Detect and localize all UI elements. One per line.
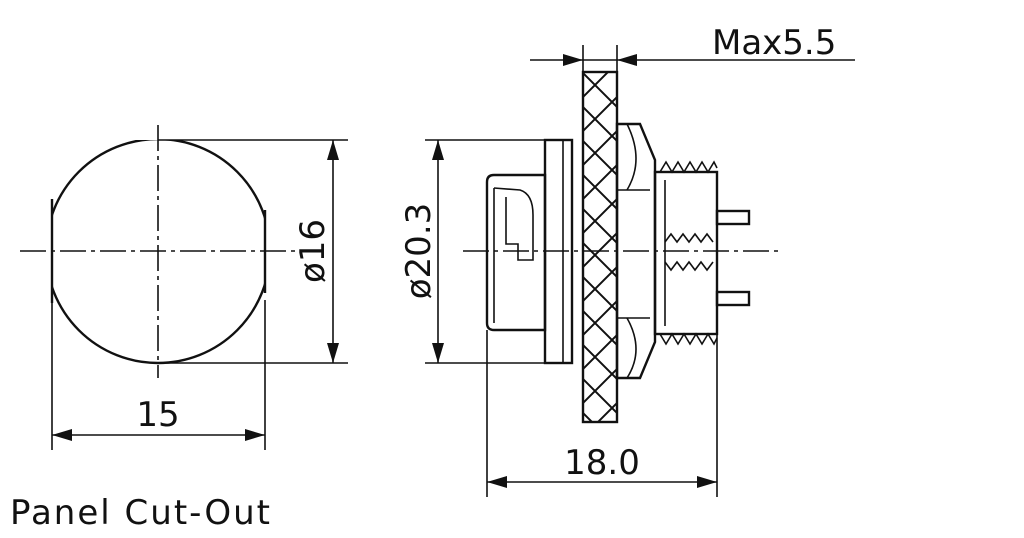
dim-length-18-0: 18.0 bbox=[564, 443, 640, 483]
arrow-right bbox=[245, 429, 265, 441]
cap-hook bbox=[493, 187, 534, 261]
panel-section bbox=[581, 70, 619, 424]
arrow-up bbox=[327, 140, 339, 160]
pin-lower bbox=[715, 290, 751, 307]
arrow-right-18 bbox=[697, 476, 717, 488]
arrow-up-20 bbox=[432, 140, 444, 160]
arrow-left-18 bbox=[487, 476, 507, 488]
cap-body bbox=[485, 173, 547, 332]
dim-max-thickness: Max5.5 bbox=[712, 23, 836, 63]
arrow-down bbox=[327, 343, 339, 363]
dim-width-15: 15 bbox=[136, 395, 179, 435]
nut-face-2 bbox=[626, 317, 637, 379]
arrow-max-right bbox=[617, 54, 637, 66]
hex-nut bbox=[615, 122, 657, 380]
thread-bottom bbox=[659, 332, 718, 346]
arrow-down-20 bbox=[432, 343, 444, 363]
dim-diameter-16: ø16 bbox=[293, 219, 333, 283]
dim-diameter-20-3: ø20.3 bbox=[399, 203, 439, 300]
arrow-left bbox=[52, 429, 72, 441]
arrow-max-left bbox=[563, 54, 583, 66]
panel-cutout-title: Panel Cut-Out bbox=[10, 493, 272, 533]
pin-upper bbox=[715, 209, 751, 226]
nut-face-1 bbox=[626, 123, 637, 191]
thread-top bbox=[659, 160, 718, 174]
panel-cutout-view: ø16 15 Panel Cut-Out bbox=[10, 125, 348, 533]
rear-body bbox=[653, 170, 719, 336]
connector-side-view: ø20.3 18.0 Max5.5 bbox=[399, 23, 855, 497]
thread-mid bbox=[664, 232, 714, 272]
